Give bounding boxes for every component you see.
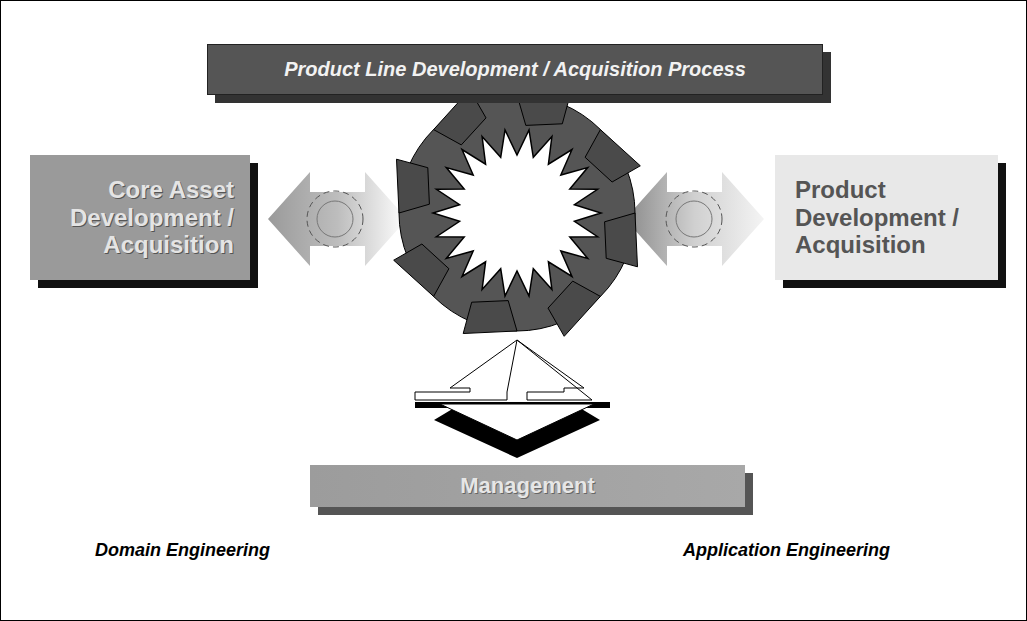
box-text: Core Asset Development / Acquisition xyxy=(46,176,234,259)
ring-arrowhead xyxy=(394,244,449,296)
core-asset-box: Core Asset Development / Acquisition xyxy=(30,155,250,280)
double-arrow xyxy=(415,340,517,400)
ring-arrowhead xyxy=(585,130,640,182)
box-shadow xyxy=(215,52,831,103)
double-arrow xyxy=(268,172,407,266)
starburst xyxy=(433,130,601,296)
box-text: Management xyxy=(320,473,735,498)
mini-cycle xyxy=(317,201,353,237)
ring-arrowhead xyxy=(397,159,430,213)
double-arrow xyxy=(415,402,610,458)
engineering-label: Application Engineering xyxy=(683,540,890,561)
management-bar: Management xyxy=(310,465,745,507)
double-arrow xyxy=(625,172,764,266)
mini-cycle xyxy=(676,201,712,237)
ring-arrowhead xyxy=(548,281,600,336)
engineering-label: Domain Engineering xyxy=(95,540,270,561)
double-arrow xyxy=(440,404,594,440)
ring-arrowhead xyxy=(463,301,517,334)
process-banner: Product Line Development / Acquisition P… xyxy=(207,44,823,95)
ring-arrows xyxy=(394,90,641,337)
product-box: Product Development / Acquisition xyxy=(775,155,998,280)
ring-arrowhead xyxy=(605,213,638,267)
mini-cycle xyxy=(666,191,722,247)
double-arrow xyxy=(517,340,592,400)
box-text: Product Development / Acquisition xyxy=(795,176,978,259)
mini-cycle xyxy=(307,191,363,247)
box-text: Product Line Development / Acquisition P… xyxy=(220,58,810,81)
